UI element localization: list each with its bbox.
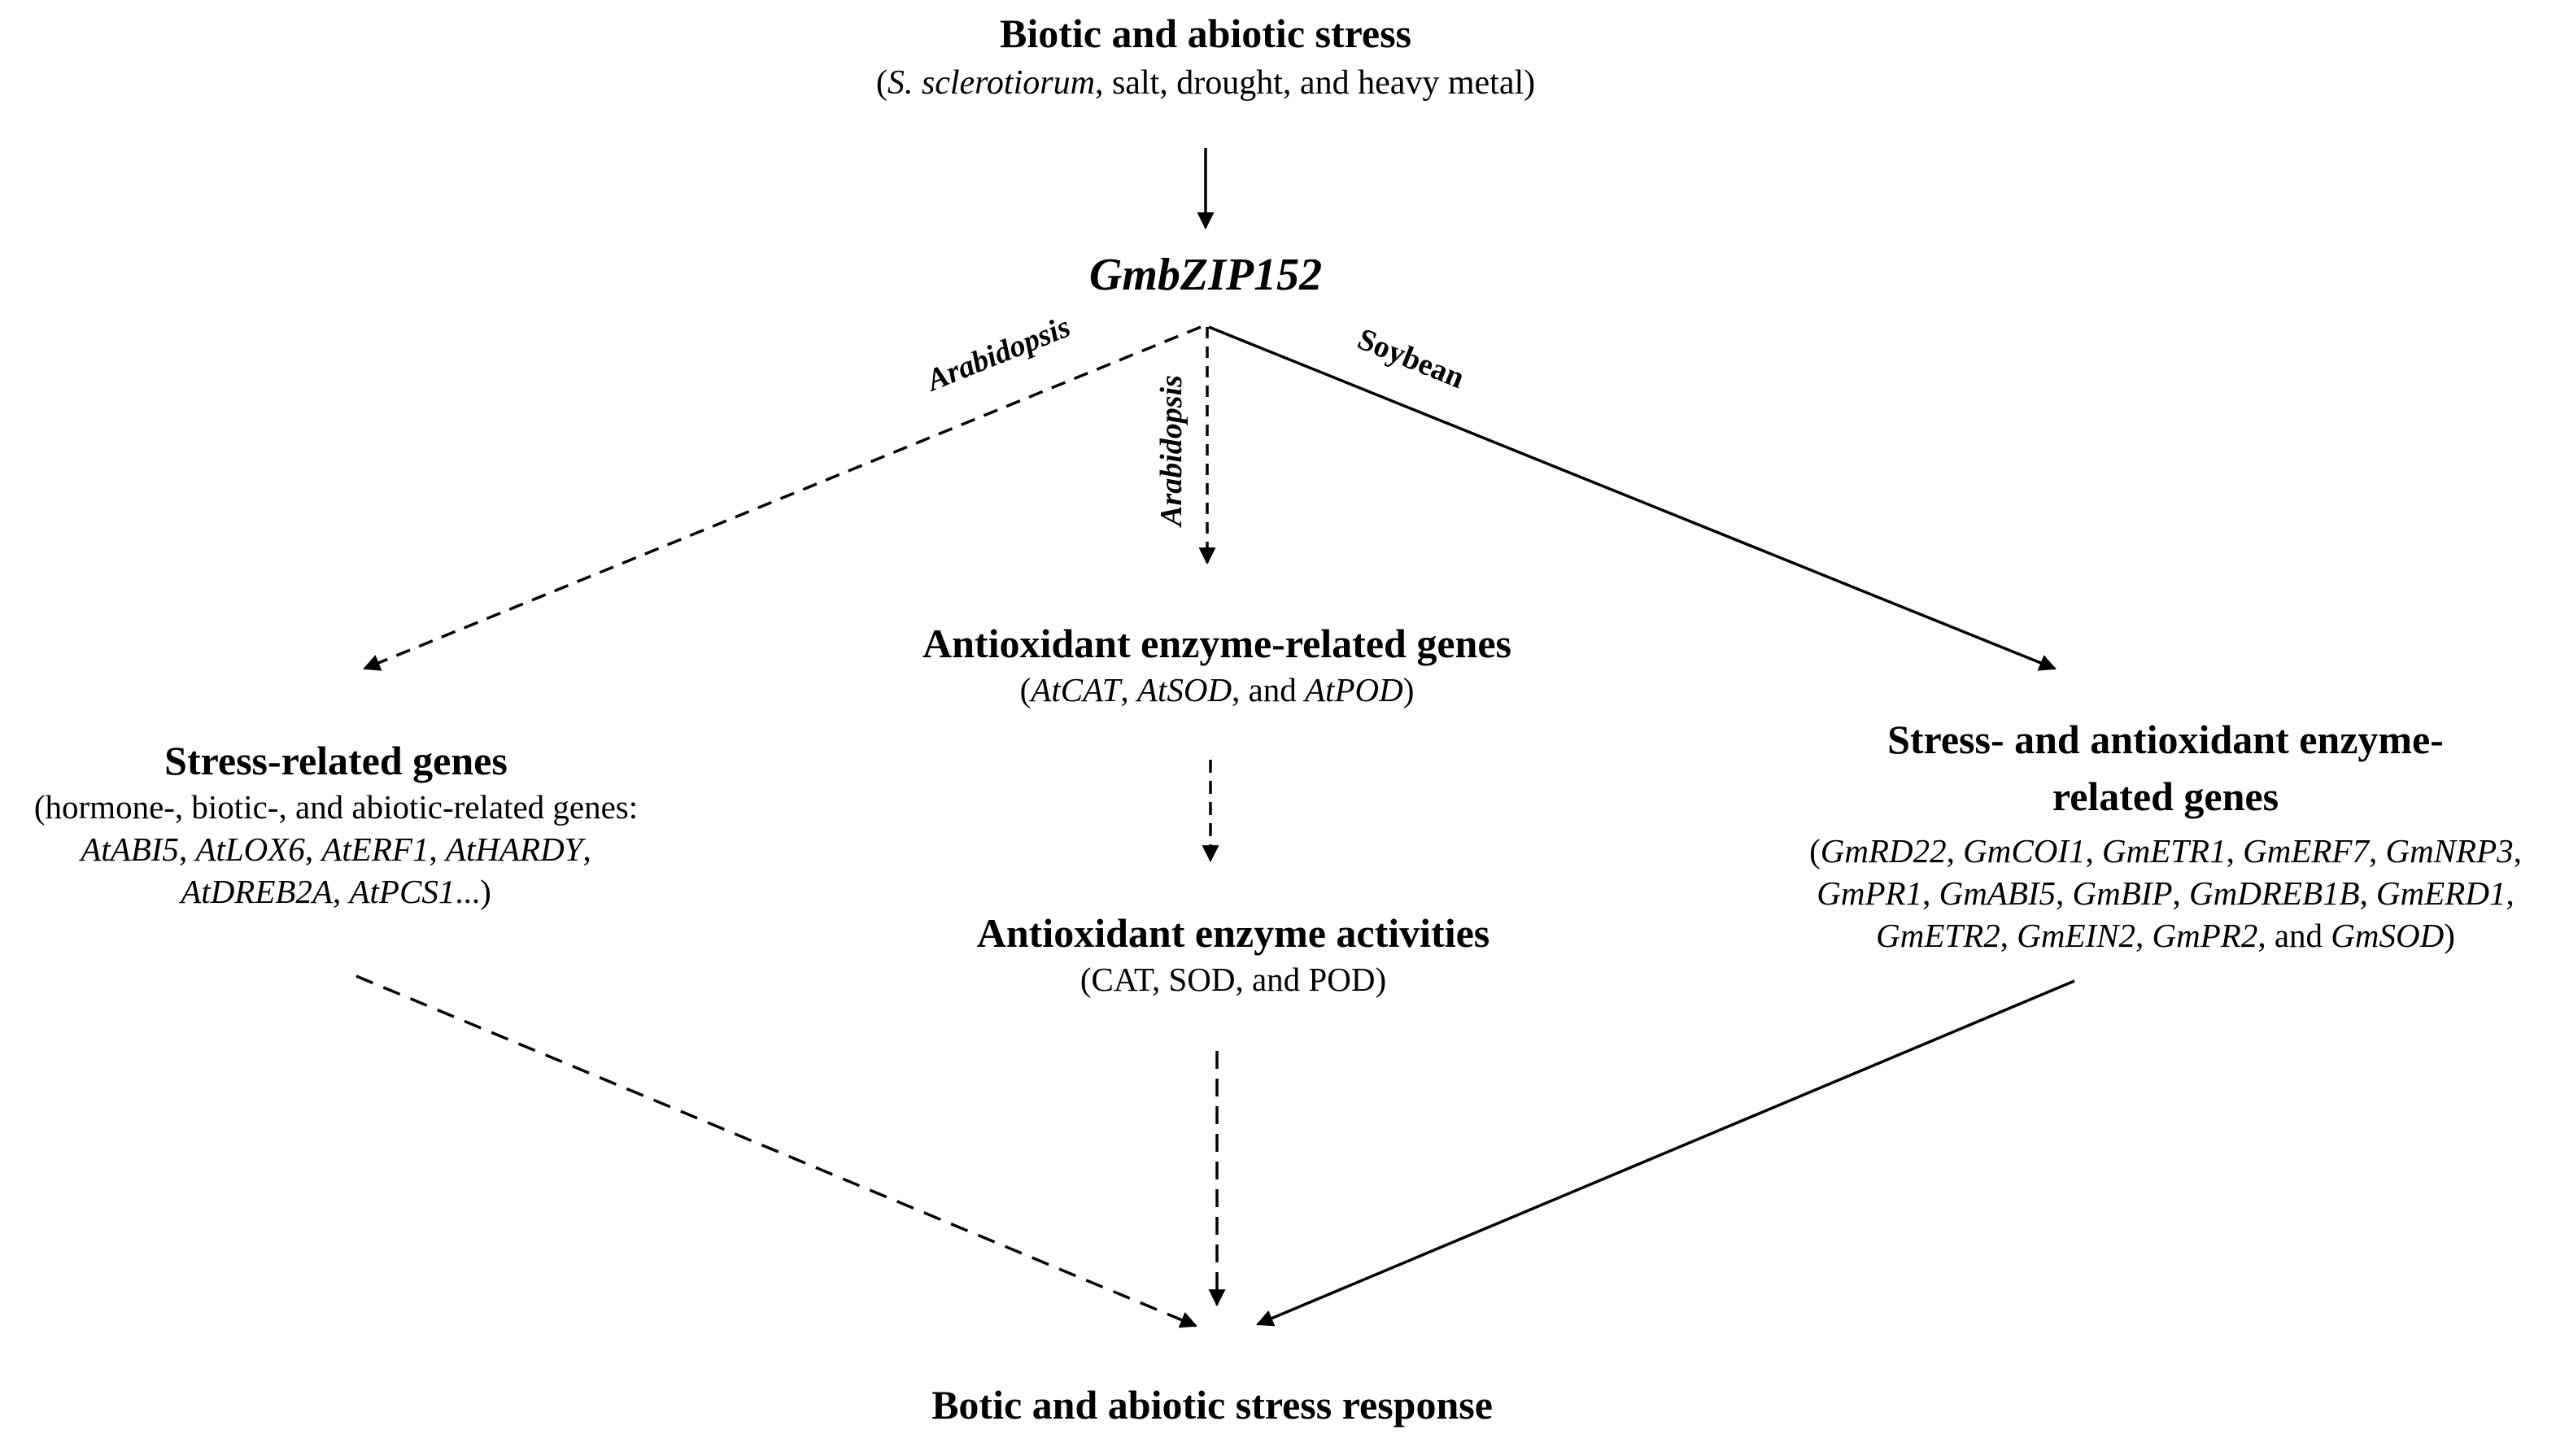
conjunction: and (1248, 671, 1297, 708)
stress-genes-line2: AtABI5, AtLOX6, AtERF1, AtHARDY, (81, 830, 591, 868)
response-title: Botic and abiotic stress response (931, 1382, 1493, 1428)
gene-name: AtHARDY (445, 830, 583, 868)
soybean-genes-node: Stress- and antioxidant enzyme- related … (1809, 711, 2522, 957)
antioxidant-genes-title: Antioxidant enzyme-related genes (923, 621, 1511, 666)
stress-genes-title: Stress-related genes (164, 738, 508, 783)
antioxidant-activities-title: Antioxidant enzyme activities (976, 910, 1490, 956)
stress-genes-suffix: ...) (455, 873, 491, 910)
edge-label-arabidopsis-middle: Arabidopsis (1154, 375, 1189, 528)
gene-name: GmETR2 (1876, 917, 2000, 954)
gene-name: GmNRP3 (2385, 832, 2514, 870)
gene-name: GmCOI1 (1963, 832, 2086, 870)
antioxidant-activities-node: Antioxidant enzyme activities (CAT, SOD,… (977, 908, 1490, 1000)
soybean-genes-title-line2: related genes (2052, 774, 2279, 819)
stress-genes-node: Stress-related genes (hormone-, biotic-,… (34, 735, 638, 913)
gene-title: GmbZIP152 (1088, 250, 1323, 300)
soybean-genes-row2: GmPR1, GmABI5, GmBIP, GmDREB1B, GmERD1, (1817, 874, 2515, 912)
arrow-gene-to-soybean-genes (1208, 325, 2057, 671)
gene-name: GmBIP (2072, 874, 2173, 912)
gene-name: AtSOD (1136, 671, 1232, 708)
gene-name: GmABI5 (1939, 874, 2057, 912)
gene-name: GmERF7 (2243, 832, 2369, 870)
gene-name: GmSOD (2331, 917, 2445, 954)
arrow-soybean-genes-to-response (1256, 979, 2075, 1327)
soybean-genes-row3: GmETR2, GmEIN2, GmPR2, and GmSOD) (1876, 917, 2455, 954)
arrow-gene-to-stress-genes (363, 325, 1202, 671)
edge-label-soybean: Soybean (1353, 322, 1469, 395)
gene-name: GmPR1 (1817, 874, 1923, 912)
conjunction: and (2274, 917, 2323, 954)
soybean-genes-title-line1: Stress- and antioxidant enzyme- (1887, 717, 2444, 762)
stress-genes-line1: (hormone-, biotic-, and abiotic-related … (33, 788, 639, 826)
stress-genes-line3: AtDREB2A, AtPCS1...) (181, 873, 491, 910)
gene-name: GmRD22 (1820, 832, 1947, 870)
gene-name: GmDREB1B (2189, 874, 2360, 912)
stress-subtitle: (S. sclerotiorum, salt, drought, and hea… (876, 62, 1535, 104)
gene-name: AtABI5 (81, 830, 179, 868)
gene-name: AtPOD (1305, 671, 1403, 708)
gene-name: GmETR1 (2101, 832, 2227, 870)
soybean-genes-row1: (GmRD22, GmCOI1, GmETR1, GmERF7, GmNRP3, (1809, 832, 2522, 870)
edge-label-arabidopsis-left: Arabidopsis (921, 310, 1075, 399)
stress-subtitle-close: ) (1524, 64, 1536, 102)
gene-name: GmEIN2 (2017, 917, 2136, 954)
gene-name: GmPR2 (2152, 917, 2258, 954)
antioxidant-genes-node: Antioxidant enzyme-related genes (AtCAT,… (923, 618, 1511, 711)
antioxidant-genes-list: (AtCAT, AtSOD, and AtPOD) (1019, 671, 1415, 708)
gene-name: AtERF1 (321, 830, 430, 868)
stress-title: Biotic and abiotic stress (999, 11, 1412, 56)
stress-subtitle-open: ( (875, 64, 888, 102)
gene-name: AtPCS1 (349, 873, 456, 910)
gene-name: AtDREB2A (181, 873, 333, 910)
gene-name: AtCAT (1031, 671, 1121, 708)
stress-node: Biotic and abiotic stress (S. sclerotior… (876, 8, 1535, 104)
stress-subtitle-pathogen: S. sclerotiorum (887, 64, 1095, 102)
stress-subtitle-rest: , salt, drought, and heavy metal (1094, 64, 1524, 102)
antioxidant-activities-detail: (CAT, SOD, and POD) (1080, 961, 1387, 998)
gene-name: GmERD1 (2376, 874, 2506, 912)
gene-name: AtLOX6 (195, 830, 305, 868)
arrow-stress-genes-to-response (355, 974, 1197, 1328)
